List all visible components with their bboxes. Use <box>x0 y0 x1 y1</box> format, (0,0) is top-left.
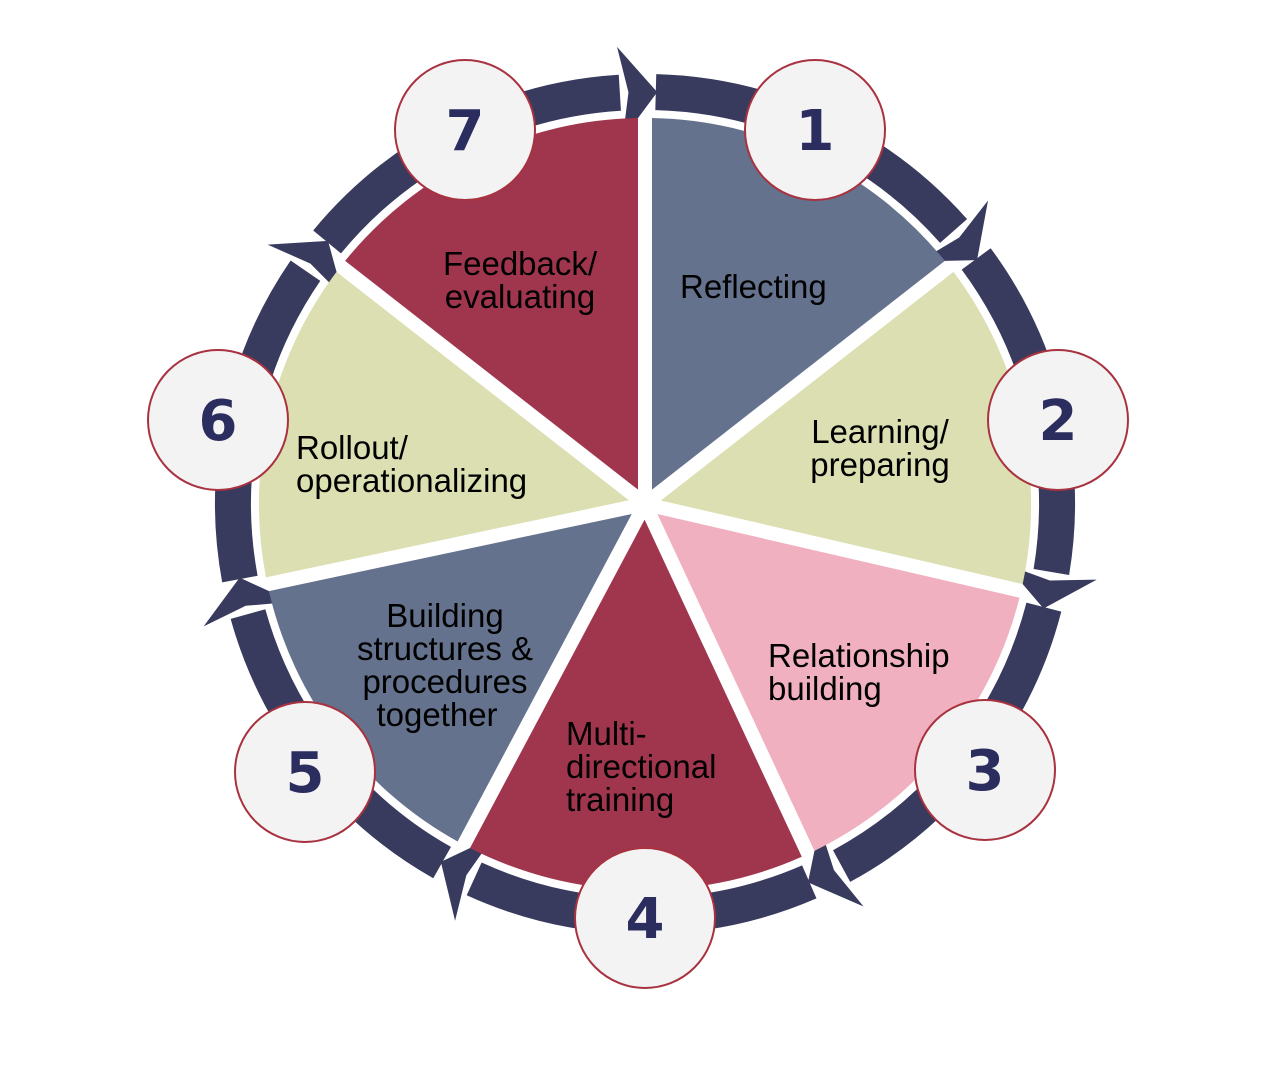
segment-label-line: directional <box>566 748 716 785</box>
segment-4 <box>469 519 802 891</box>
step-number: 3 <box>966 739 1005 804</box>
cycle-arrow-head-7 <box>617 46 658 139</box>
cycle-arrows <box>203 46 1097 921</box>
segment-2 <box>660 271 1032 585</box>
segment-label-line: building <box>768 670 882 707</box>
segment-label-line: training <box>566 781 674 818</box>
step-number: 7 <box>446 99 485 164</box>
segment-label-1: Reflecting <box>680 268 827 305</box>
segment-label-line: Multi- <box>566 715 647 752</box>
step-number: 1 <box>796 99 835 164</box>
segment-label-line: structures & <box>357 630 533 667</box>
cycle-arrow-head-5 <box>203 577 293 627</box>
segment-label-line: evaluating <box>445 278 595 315</box>
badge-circle <box>234 701 376 843</box>
badge-circle <box>147 349 289 491</box>
step-number: 4 <box>626 887 665 952</box>
segment-label-6: Rollout/operationalizing <box>296 429 527 499</box>
step-number: 2 <box>1039 389 1078 454</box>
badge-circle <box>574 847 716 989</box>
step-badge-2: 2 <box>987 349 1129 491</box>
step-badge-1: 1 <box>744 59 886 201</box>
segment-label-7: Feedback/evaluating <box>443 245 598 315</box>
cycle-arrow-head-4 <box>440 837 494 921</box>
segment-3 <box>657 514 1020 851</box>
step-badge-7: 7 <box>394 59 536 201</box>
step-badge-5: 5 <box>234 701 376 843</box>
cycle-arrow-head-2 <box>1005 564 1097 609</box>
segment-label-line: Feedback/ <box>443 245 598 282</box>
step-number: 6 <box>199 389 238 454</box>
segment-label-2: Learning/preparing <box>810 413 949 483</box>
segment-7 <box>345 118 638 490</box>
step-badges: 1 2 3 4 5 6 7 <box>147 59 1129 989</box>
segment-label-line: together <box>376 696 497 733</box>
segment-label-line: procedures <box>362 663 527 700</box>
step-badge-6: 6 <box>147 349 289 491</box>
segment-1 <box>652 118 945 490</box>
cycle-arrow-head-1 <box>919 200 989 262</box>
segment-label-line: preparing <box>810 446 949 483</box>
segment-label-line: Rollout/ <box>296 429 409 466</box>
badge-circle <box>914 699 1056 841</box>
segment-label-line: Learning/ <box>811 413 949 450</box>
segment-label-line: Building <box>386 597 503 634</box>
segment-label-line: Relationship <box>768 637 950 674</box>
badge-circle <box>744 59 886 201</box>
step-number: 5 <box>286 741 325 806</box>
badge-circle <box>987 349 1129 491</box>
cycle-arrow-head-6 <box>267 240 344 297</box>
step-badge-3: 3 <box>914 699 1056 841</box>
segment-label-line: Reflecting <box>680 268 827 305</box>
segment-label-line: operationalizing <box>296 462 527 499</box>
pie-segments <box>258 118 1032 891</box>
segment-labels: ReflectingLearning/preparingRelationship… <box>296 245 950 818</box>
badge-circle <box>394 59 536 201</box>
segment-6 <box>258 271 629 578</box>
step-badge-4: 4 <box>574 847 716 989</box>
